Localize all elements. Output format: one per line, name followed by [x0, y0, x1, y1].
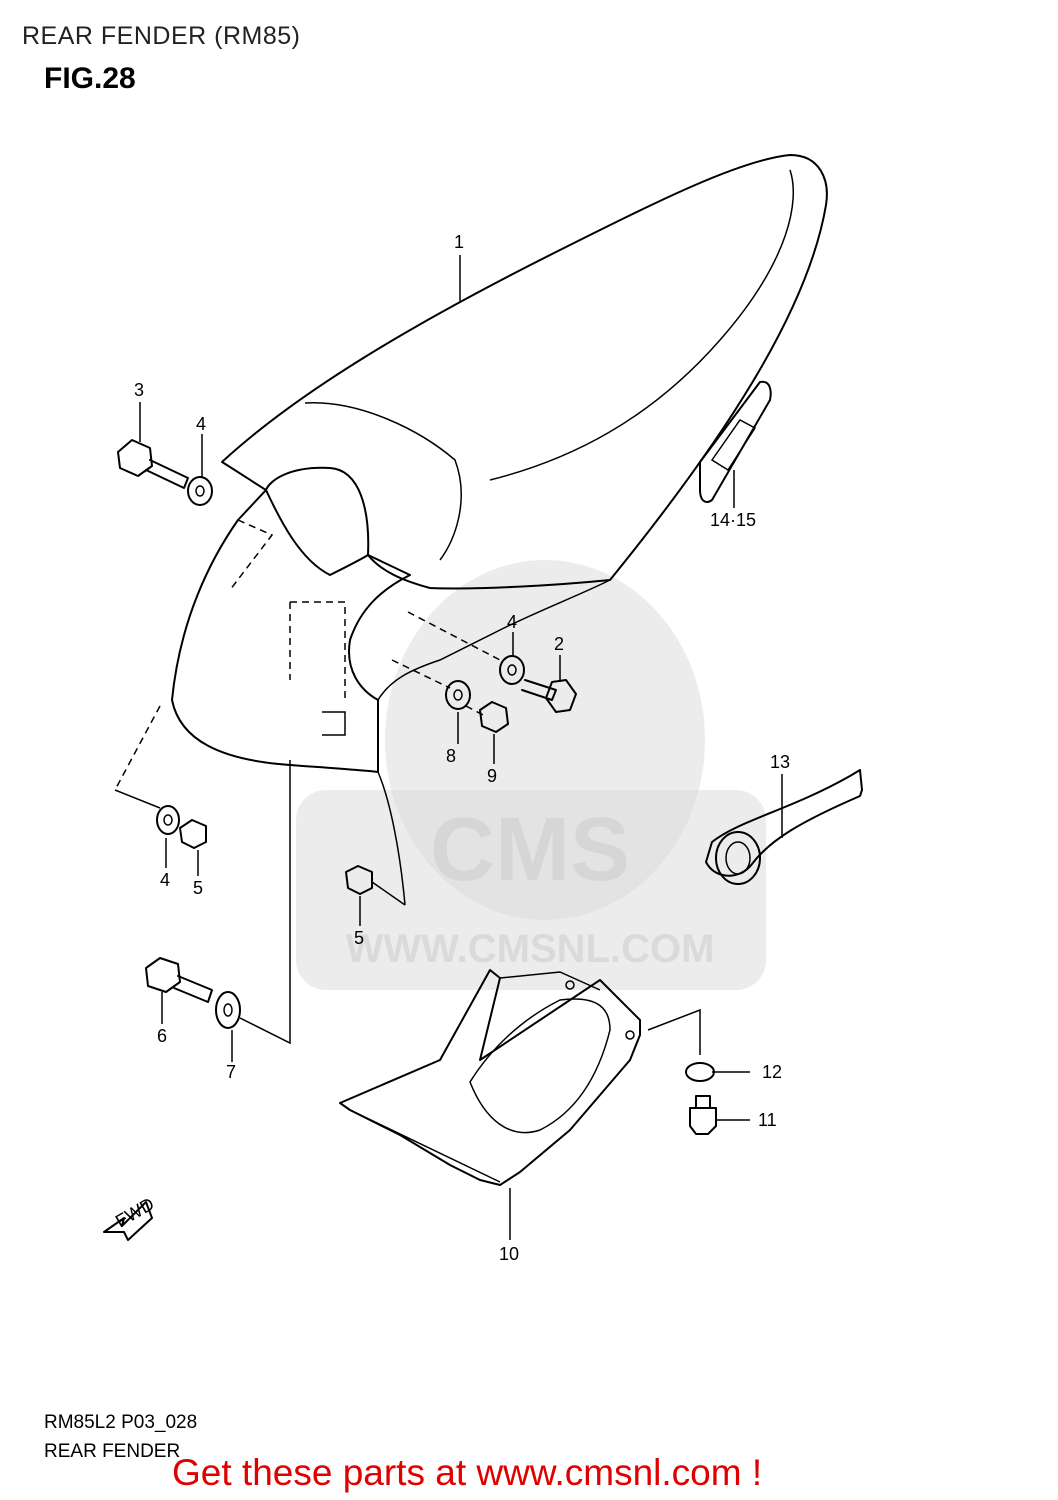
- figure-number: FIG.28: [44, 62, 136, 95]
- diagram-caption: REAR FENDER: [44, 1441, 181, 1462]
- callout-1: 1: [454, 232, 464, 252]
- fwd-label: FWD: [112, 1194, 157, 1232]
- callout-10: 10: [499, 1244, 519, 1264]
- callout-8: 8: [446, 746, 456, 766]
- diagram-code: RM85L2 P03_028: [44, 1412, 198, 1433]
- nut-12: [685, 1062, 715, 1082]
- callout-2: 2: [554, 634, 564, 654]
- cmsnl-banner-link[interactable]: Get these parts at www.cmsnl.com !: [172, 1452, 763, 1493]
- callout-4-right: 4: [507, 612, 517, 632]
- callout-numbers: 1 2 3 4 4 4 5 5 6 7 8 9 10 11 12 13 14·1…: [134, 232, 790, 1264]
- bolt-11: [689, 1095, 717, 1135]
- watermark-url: WWW.CMSNL.COM: [346, 927, 715, 971]
- cmsnl-watermark: CMS WWW.CMSNL.COM: [296, 560, 766, 990]
- mudguard-part-10: [339, 969, 701, 1186]
- bolt-6: [145, 957, 213, 1003]
- callout-3: 3: [134, 380, 144, 400]
- page-title: REAR FENDER (RM85): [22, 22, 301, 50]
- fwd-arrow-icon: FWD: [103, 1194, 157, 1241]
- callout-5-middle: 5: [354, 928, 364, 948]
- bolt-2: [521, 679, 577, 713]
- decal-part: [699, 380, 772, 503]
- leader-lines: [139, 255, 783, 1240]
- washer-8: [445, 680, 471, 710]
- callout-9: 9: [487, 766, 497, 786]
- callout-13: 13: [770, 752, 790, 772]
- watermark-logo: CMS: [430, 800, 630, 900]
- washer-4-left: [156, 805, 180, 835]
- bracket-part-13: [705, 769, 863, 885]
- nut-9: [479, 701, 509, 733]
- watermark-plate: [296, 790, 766, 990]
- callout-6: 6: [157, 1026, 167, 1046]
- callout-5-left: 5: [193, 878, 203, 898]
- callout-4-left: 4: [160, 870, 170, 890]
- callout-12: 12: [762, 1062, 782, 1082]
- callout-4-top: 4: [196, 414, 206, 434]
- nut-5-left: [179, 819, 207, 849]
- callout-7: 7: [226, 1062, 236, 1082]
- washer-7: [215, 991, 241, 1029]
- washer-4-top: [187, 476, 213, 506]
- callout-11: 11: [758, 1110, 777, 1130]
- washer-4-right: [499, 655, 525, 685]
- bolt-3: [117, 439, 189, 489]
- nut-5-middle: [345, 865, 373, 895]
- callout-14-15: 14·15: [710, 510, 756, 530]
